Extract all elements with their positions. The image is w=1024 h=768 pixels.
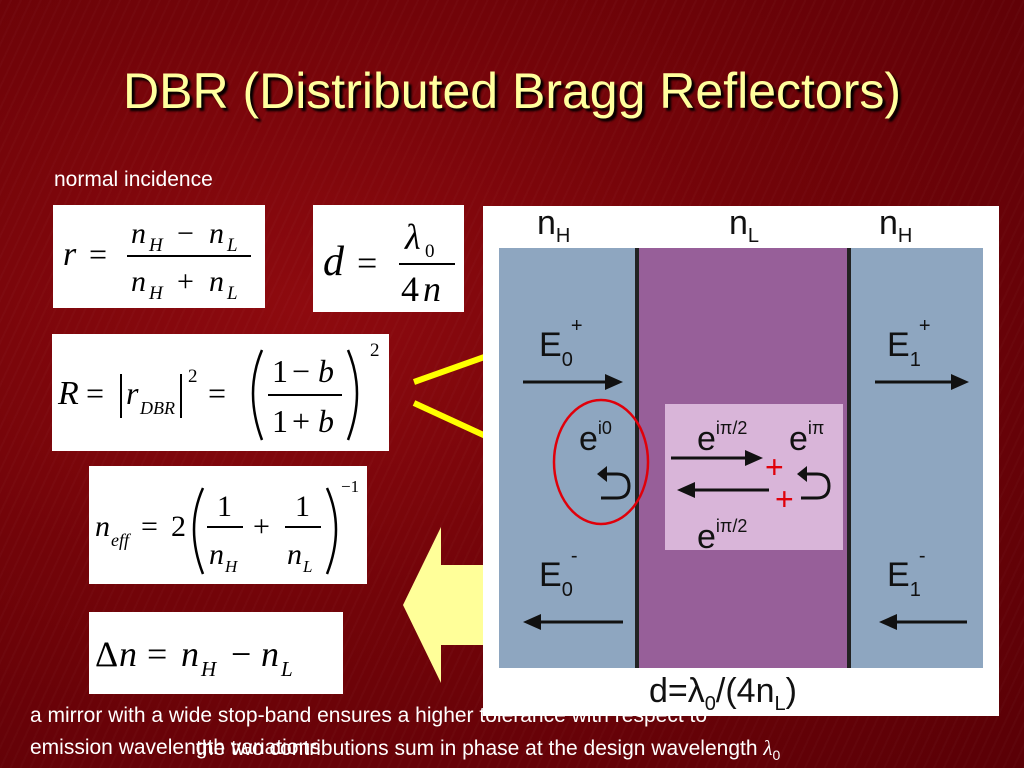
slide-title: DBR (Distributed Bragg Reflectors)	[122, 63, 902, 119]
svg-text:b: b	[318, 353, 334, 389]
svg-text:=: =	[357, 243, 377, 283]
svg-text:R: R	[57, 375, 79, 412]
svg-text:b: b	[318, 403, 334, 439]
phase-mid-top: eiπ/2	[697, 418, 747, 458]
left-interface	[635, 248, 639, 668]
lambda-symbol: λ	[763, 736, 773, 760]
svg-text:n: n	[131, 265, 146, 298]
svg-text:2: 2	[370, 340, 380, 361]
svg-text:1: 1	[217, 490, 232, 523]
svg-text:n: n	[423, 269, 441, 309]
svg-text:−: −	[177, 217, 194, 250]
reflection-coefficient-equation: r = n H − n L n H + n L	[53, 205, 265, 308]
dbr-layer-diagram: nH nL nH E0+ E1+ E0- E1- ei0 eiπ/2 eiπ e…	[483, 204, 999, 716]
plus-sign-bottom: +	[775, 481, 794, 517]
index-contrast-equation: Δ n = n H − n L	[89, 612, 343, 694]
footer-line-1: a mirror with a wide stop-band ensures a…	[30, 704, 708, 727]
connector-line-lower	[412, 400, 492, 441]
svg-text:+: +	[253, 510, 270, 543]
svg-text:Δ: Δ	[95, 634, 118, 674]
svg-text:L: L	[280, 657, 293, 681]
svg-text:n: n	[95, 510, 110, 543]
svg-text:H: H	[200, 657, 218, 681]
svg-text:n: n	[209, 265, 224, 298]
svg-text:L: L	[226, 283, 238, 304]
svg-text:n: n	[131, 217, 146, 250]
svg-text:n: n	[181, 634, 199, 674]
svg-text:n: n	[209, 217, 224, 250]
svg-text:L: L	[226, 235, 238, 256]
svg-text:−: −	[231, 634, 251, 674]
label-e1-plus: E1+	[887, 315, 931, 371]
svg-text:4: 4	[401, 269, 419, 309]
label-right-nh: nH	[879, 206, 912, 247]
svg-text:=: =	[147, 634, 167, 674]
svg-text:+: +	[177, 265, 194, 298]
svg-text:=: =	[89, 236, 107, 272]
svg-text:eff: eff	[111, 530, 132, 550]
label-nl: nL	[729, 206, 759, 247]
svg-text:+: +	[292, 403, 310, 439]
phase-left: ei0	[579, 418, 612, 458]
svg-text:n: n	[209, 538, 224, 571]
svg-text:H: H	[224, 557, 239, 576]
svg-text:−: −	[292, 353, 310, 389]
svg-text:−1: −1	[341, 477, 359, 496]
reflectance-equation: R = r DBR 2 = 1 − b 1 + b 2	[52, 334, 389, 451]
left-high-index-layer	[499, 248, 637, 668]
label-left-nh: nH	[537, 206, 570, 247]
svg-text:1: 1	[295, 490, 310, 523]
right-high-index-layer	[849, 248, 983, 668]
footer-line-2-underlying: emission wavelength variations	[30, 736, 321, 759]
svg-text:H: H	[148, 235, 164, 256]
right-interface	[847, 248, 851, 668]
svg-text:0: 0	[425, 241, 435, 262]
plus-sign-top: +	[765, 449, 784, 485]
label-e0-minus: E0-	[539, 545, 577, 601]
effective-index-equation: n eff = 2 1 n H + 1 n L −1	[89, 466, 367, 584]
svg-text:1: 1	[272, 403, 288, 439]
svg-text:DBR: DBR	[139, 398, 175, 418]
reflection-hook-right-icon	[801, 472, 831, 500]
reflection-hook-left-icon	[601, 472, 631, 500]
svg-text:r: r	[63, 236, 77, 273]
label-e0-plus: E0+	[539, 315, 583, 371]
label-e1-minus: E1-	[887, 545, 925, 601]
svg-text:λ: λ	[404, 217, 421, 257]
svg-text:L: L	[302, 557, 312, 576]
svg-text:n: n	[119, 634, 137, 674]
phase-mid-bottom: eiπ/2	[697, 516, 747, 556]
lambda-subscript: 0	[772, 747, 781, 764]
big-left-arrow	[403, 527, 490, 683]
phase-box	[665, 404, 843, 550]
svg-text:n: n	[261, 634, 279, 674]
svg-text:r: r	[126, 375, 139, 411]
svg-text:H: H	[148, 283, 164, 304]
svg-text:=: =	[208, 375, 226, 411]
highlight-circle	[552, 398, 650, 526]
phase-right: eiπ	[789, 418, 824, 458]
thickness-label: d=λ0/(4nL)	[649, 672, 797, 715]
svg-text:=: =	[86, 375, 104, 411]
svg-text:2: 2	[171, 510, 186, 543]
normal-incidence-label: normal incidence	[54, 168, 213, 191]
svg-text:1: 1	[272, 353, 288, 389]
footer-line-2-overlay: the two contributions sum in phase at th…	[196, 736, 780, 763]
svg-text:d: d	[323, 239, 345, 285]
footer-line-2-text: the two contributions sum in phase at th…	[196, 737, 764, 760]
svg-text:=: =	[141, 510, 158, 543]
svg-text:n: n	[287, 538, 302, 571]
connector-line-upper	[412, 352, 492, 385]
svg-text:2: 2	[188, 366, 198, 387]
quarter-wave-thickness-equation: d = λ 0 4 n	[313, 205, 464, 312]
